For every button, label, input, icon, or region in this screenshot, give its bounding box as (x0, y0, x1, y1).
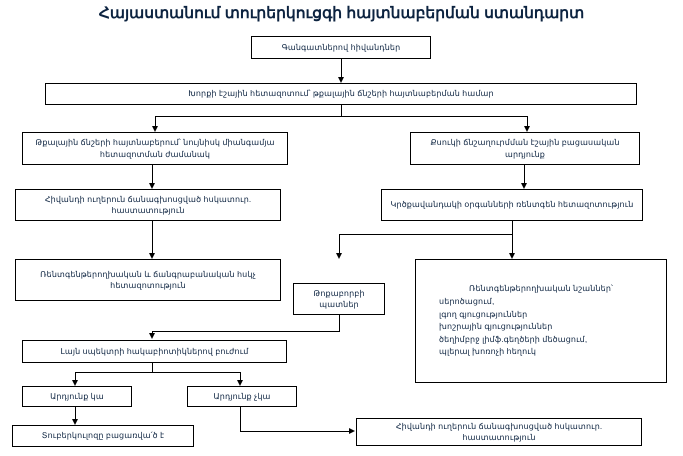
node-positive-smear-result: Թքալային ճնշերի հայտնաբերում՝ նույնիսկ մ… (22, 132, 288, 165)
arrowhead-n10-n12 (236, 380, 243, 386)
connector-n3-n5 (152, 165, 153, 186)
arrowhead-n8-n10 (148, 333, 155, 339)
node-negative-smear-result: Քսուկի ճնշաղուրմման էշային բացասական արդ… (410, 132, 640, 165)
connector-n11-n14 (75, 407, 76, 421)
node-chest-xray: Կրծքավանդակի օրգանների ռենտգեն հետազոտու… (381, 189, 643, 221)
connector-n12-down (240, 407, 241, 431)
connector-n8-down (339, 315, 340, 331)
connector-bus-horizontal (155, 116, 527, 117)
arrowhead-n12-n13 (349, 427, 355, 434)
node-result-yes: Արդյունք կա (22, 386, 132, 407)
arrowhead-n10-n11 (71, 380, 78, 386)
arrowhead-bus-n9 (508, 253, 515, 259)
connector-n6-bus (512, 221, 513, 234)
node-broad-spectrum-antibiotics: Լայն սպեկտրի հակաբիոտիկներով բուժում (22, 340, 287, 363)
connector-n6-bus-horizontal (339, 234, 512, 235)
radiological-signs-item: սերոծացում, (439, 297, 495, 307)
arrowhead-n2-n4 (523, 126, 530, 132)
radiological-signs-item: լգող գյուցություններ (439, 309, 528, 319)
connector-bus-to-n9 (512, 234, 513, 256)
node-tb-excluded: Տուբերկուլոզը բացառվա՛ծ է (12, 425, 194, 447)
node-pneumonia-signs: Թոքաբորբի պատներ (293, 283, 385, 315)
arrowhead-bus-n8 (335, 253, 342, 259)
node-patients-with-complaints: Գանգատներով հիվանդներ (251, 36, 431, 59)
radiological-signs-item: խոշրային գյուցություններ (439, 322, 553, 332)
connector-bus-n12 (240, 372, 241, 382)
node-xray-and-bacteriological-exam: Ռենտգենթերողխական և ճանգրաբանական հսկչ հ… (15, 259, 281, 301)
arrowhead-n4-n6 (520, 183, 527, 189)
connector-n10-bus (152, 363, 153, 372)
connector-n2-bus (341, 105, 342, 116)
connector-n5-n7 (152, 221, 153, 256)
radiological-signs-item: ծեղիմբրջ լիմֆ.գեղծերի մեծացում, (439, 334, 588, 344)
radiological-signs-list: Ռենտգենթերողխական նշաններ՝ սերոծացում, լ… (419, 283, 663, 359)
connector-bus-to-n8 (339, 234, 340, 256)
node-refer-to-specialized-facility-bottom: Հիվանդի ուղերուն ճանագխոսցված հսկատուր. … (356, 418, 642, 446)
node-result-no: Արդյունք չկա (187, 386, 297, 407)
radiological-signs-item: պլերալ խոռոչի հեղուկ (439, 347, 537, 357)
arrowhead-n1-n2 (337, 77, 344, 83)
connector-n8-n10-horizontal (152, 331, 340, 332)
connector-bus-left (155, 116, 156, 128)
arrowhead-n3-n5 (148, 183, 155, 189)
connector-n12-n13-horizontal (240, 431, 350, 432)
page-title: Հայաստանում տուրերկուցգի հայտնաբերման ստ… (98, 5, 585, 22)
arrowhead-n5-n7 (148, 253, 155, 259)
connector-n10-bus-horizontal (75, 372, 240, 373)
radiological-signs-header: Ռենտգենթերողխական նշաններ՝ (469, 284, 613, 294)
connector-n4-n6 (524, 165, 525, 186)
arrowhead-n11-n14 (71, 419, 78, 425)
connector-bus-right (527, 116, 528, 128)
node-refer-to-specialized-facility-top: Հիվանդի ուղերուն ճանագխոսցված հսկատուր. … (15, 189, 281, 221)
connector-bus-n11 (75, 372, 76, 382)
arrowhead-n2-n3 (151, 126, 158, 132)
connector-n1-n2 (341, 59, 342, 80)
node-radiological-signs: Ռենտգենթերողխական նշաններ՝ սերոծացում, լ… (415, 259, 667, 383)
node-sputum-smear-screening: Խորքի էշային հետազոտում՝ թքալային ճնշերի… (45, 83, 637, 105)
